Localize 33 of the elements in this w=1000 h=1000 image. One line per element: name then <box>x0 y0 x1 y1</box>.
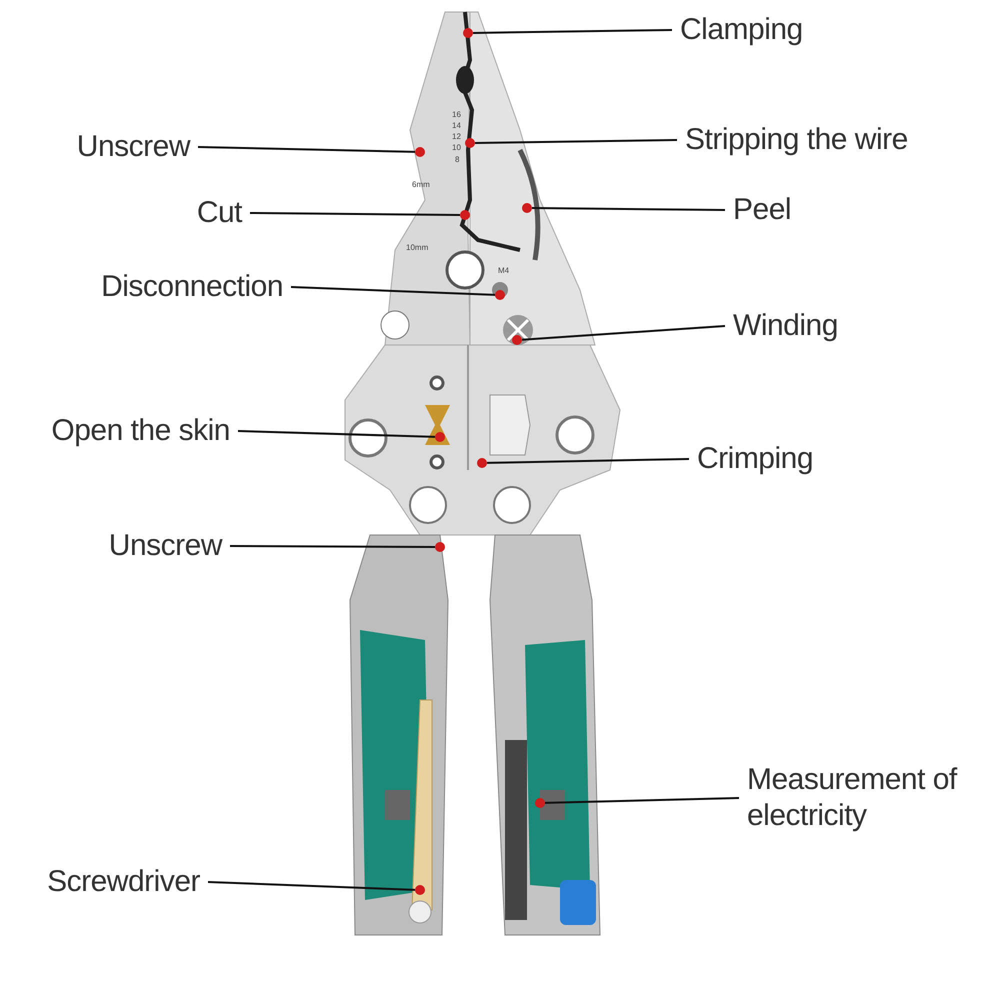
callout-label: Winding <box>733 308 838 344</box>
callout-label: Measurement of electricity <box>747 762 997 834</box>
engraved-marking: 10mm <box>406 243 428 252</box>
callout-label: Disconnection <box>101 269 283 305</box>
leader-line <box>208 881 416 891</box>
leader-line <box>486 458 690 464</box>
callout-label: Stripping the wire <box>685 122 908 158</box>
callout-label: Peel <box>733 192 792 228</box>
leader-line <box>544 797 740 804</box>
leader-line <box>290 286 496 296</box>
leader-line <box>198 146 416 153</box>
callout-label: Cut <box>196 195 242 231</box>
callout-label: Crimping <box>697 441 814 477</box>
leader-line <box>250 212 460 216</box>
leader-line <box>230 545 435 548</box>
leader-line <box>522 325 726 341</box>
leader-line <box>474 139 678 144</box>
leader-line <box>472 29 672 34</box>
leader-line <box>238 430 436 438</box>
engraved-marking: 12 <box>452 132 461 141</box>
engraved-marking: 14 <box>452 121 461 130</box>
callout-label: Open the skin <box>51 413 230 449</box>
engraved-marking: 16 <box>452 110 461 119</box>
callout-label: Unscrew <box>108 528 222 564</box>
engraved-marking: 10 <box>452 143 461 152</box>
engraved-marking: 8 <box>455 155 460 164</box>
engraved-marking: M4 <box>498 266 510 275</box>
callout-label: Clamping <box>680 12 803 48</box>
marker-dot <box>435 542 445 552</box>
engraved-marking: 6mm <box>412 180 430 189</box>
callout-label: Screwdriver <box>47 864 200 900</box>
leader-line <box>532 207 725 211</box>
callout-label: Unscrew <box>76 129 190 165</box>
